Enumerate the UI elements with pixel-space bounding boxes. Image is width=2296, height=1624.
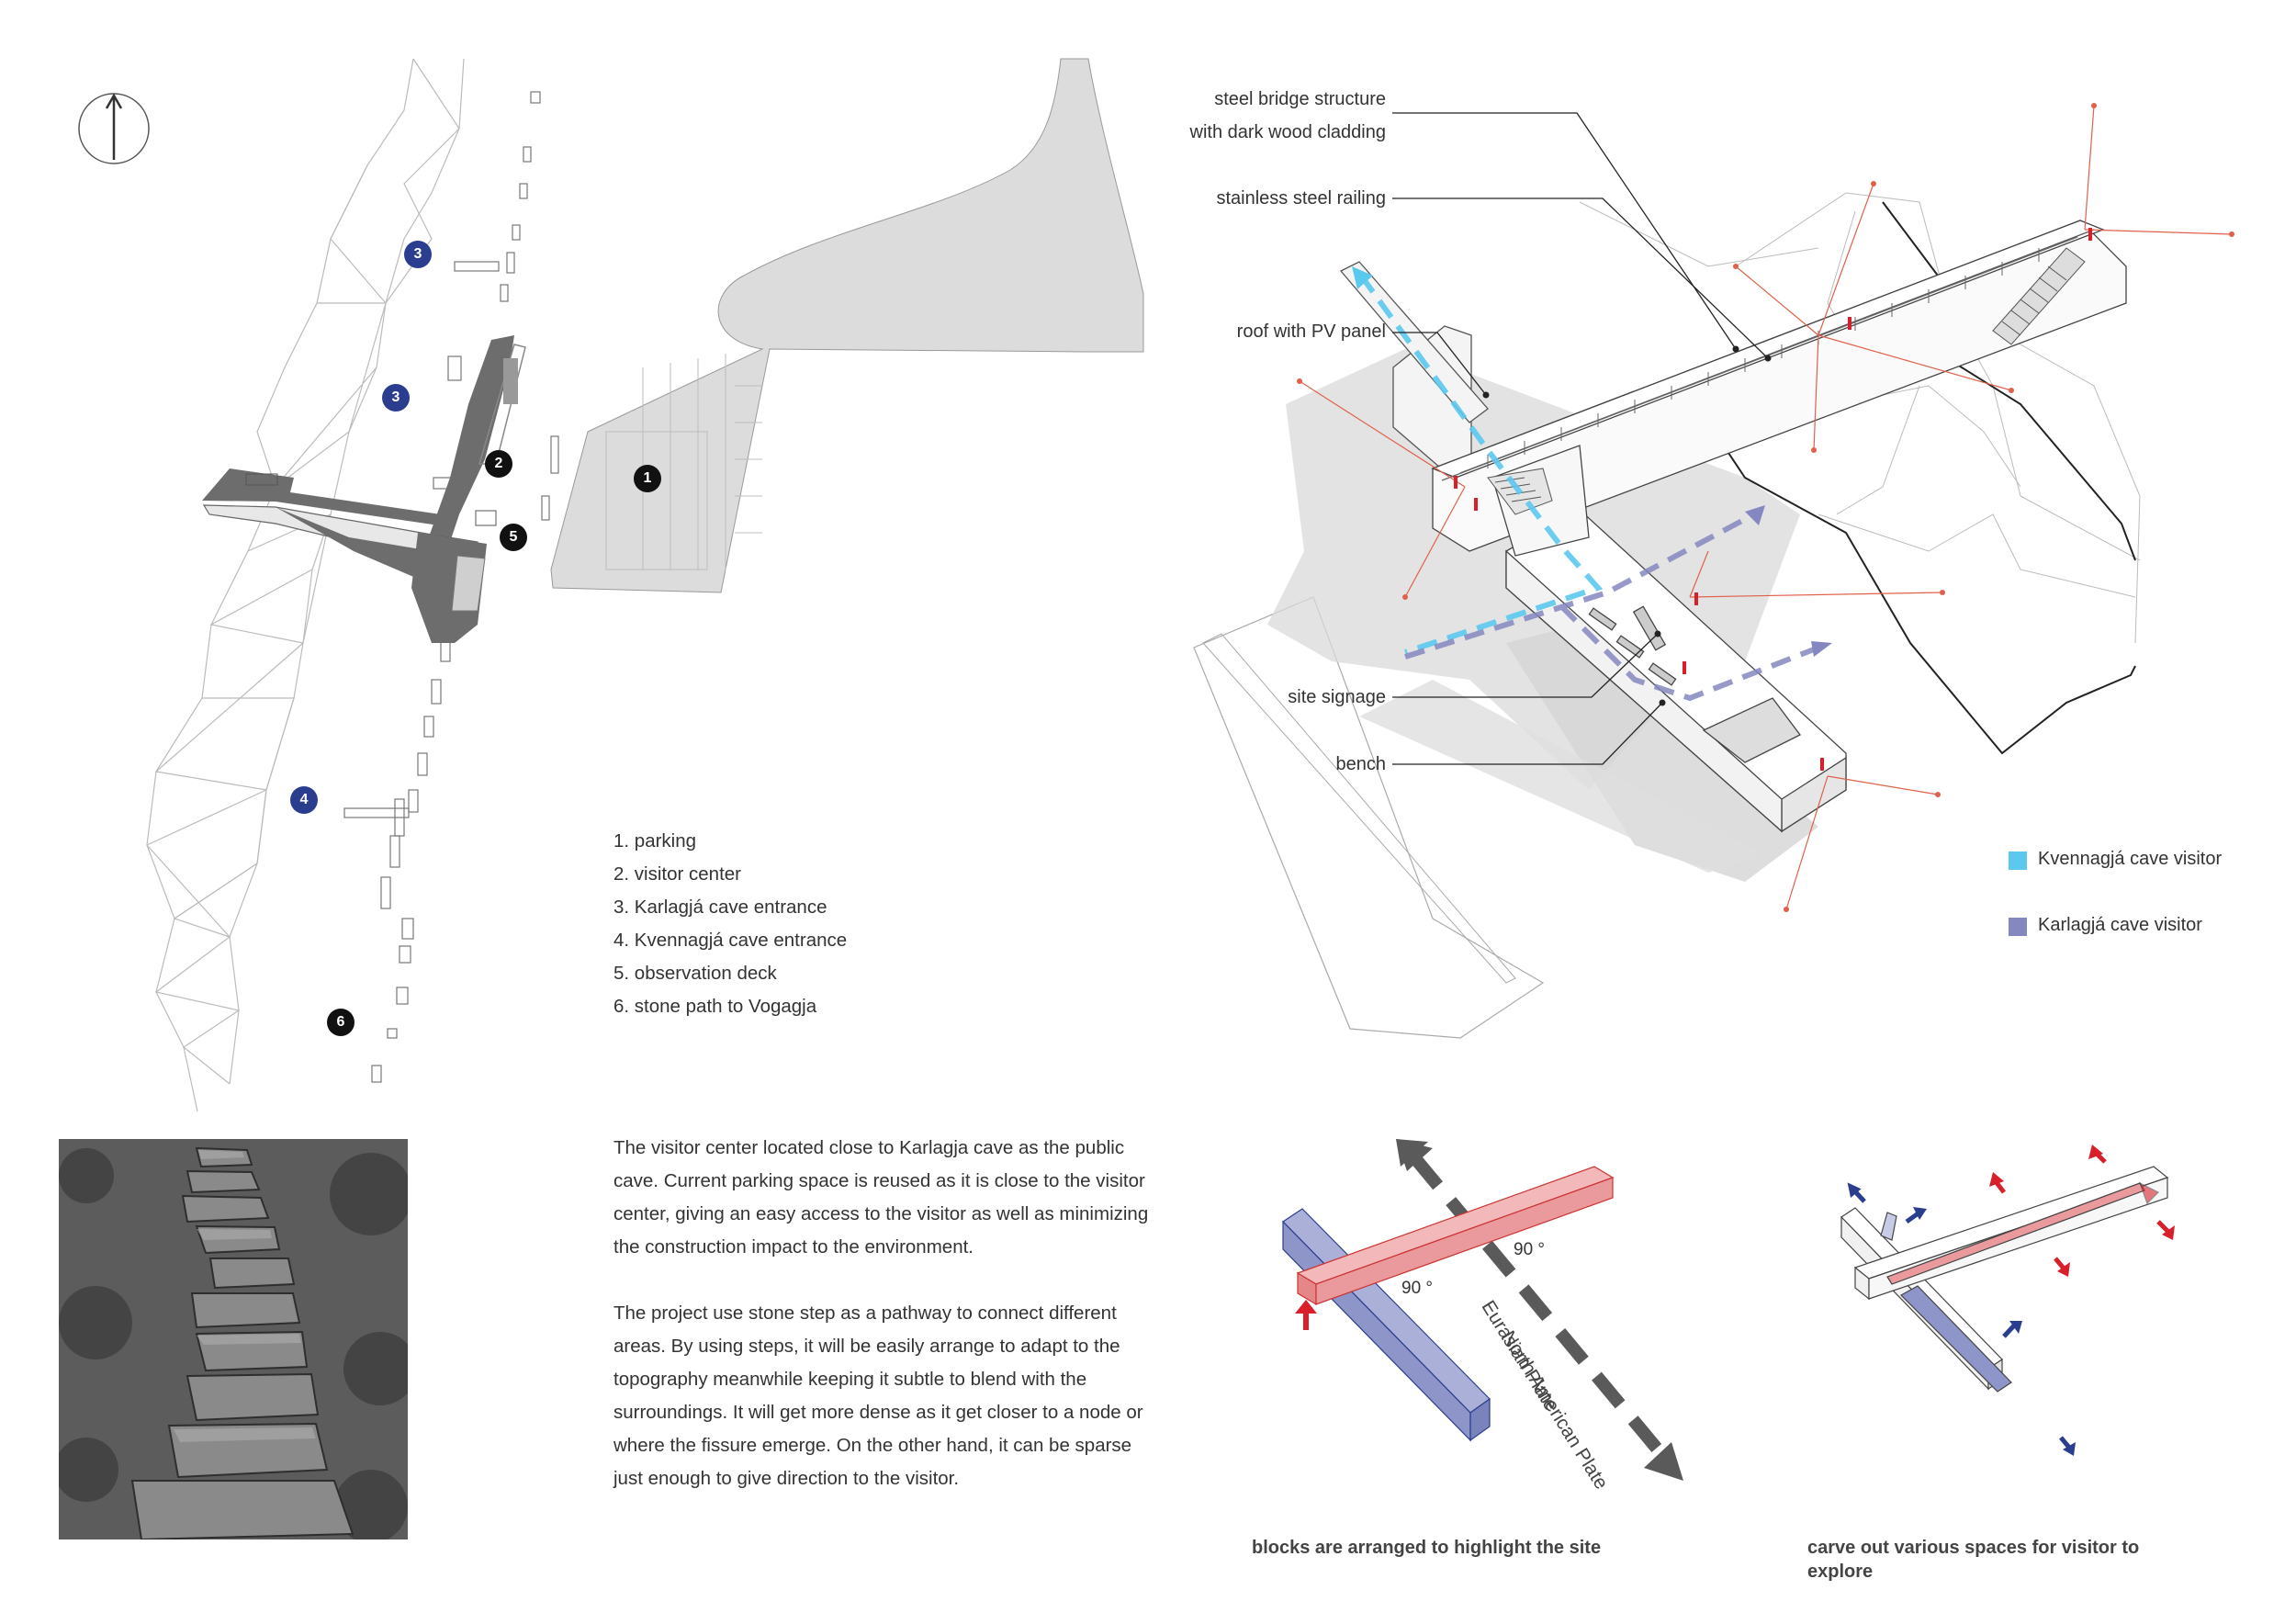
callout-railing: stainless steel railing <box>1216 188 1386 209</box>
karlagja-visitor-path <box>1404 512 1820 702</box>
axo-roof-block <box>1339 261 1489 479</box>
stone-path <box>343 91 559 1083</box>
legend-item: 6. stone path to Vogagja <box>613 996 817 1017</box>
angle-label-2: 90 ° <box>1514 1240 1546 1259</box>
axo-fissure-edge <box>1707 201 2136 755</box>
callout-signage: site signage <box>1288 687 1386 707</box>
legend-item: 5. observation deck <box>613 963 777 984</box>
marker-kvennagja-entrance: 4 <box>290 786 318 814</box>
entry-arrow-icon <box>1295 1300 1317 1330</box>
callout-dots <box>1482 345 1772 706</box>
description-paragraph-2: The project use stone step as a pathway … <box>613 1303 1143 1489</box>
callout-roof: roof with PV panel <box>1236 321 1386 342</box>
north-arrow-icon <box>78 93 150 164</box>
callout-steel-bridge-line2: with dark wood cladding <box>1189 122 1386 142</box>
kvennagja-visitor-path <box>1358 274 1604 655</box>
plate-boundary-arrow <box>1396 1139 1683 1481</box>
axo-stair <box>1992 247 2086 345</box>
diagram1-caption: blocks are arranged to highlight the sit… <box>1252 1538 1602 1558</box>
legend-item: 2. visitor center <box>613 863 741 885</box>
description-paragraph-1: The visitor center located close to Karl… <box>613 1137 1149 1257</box>
stone-steps-illustration <box>59 1139 408 1539</box>
legend-item: 1. parking <box>613 830 697 851</box>
marker-stone-path: 6 <box>327 1009 355 1036</box>
marker-observation-deck: 5 <box>500 524 527 551</box>
karlagja-arrow-head-1 <box>1745 505 1765 525</box>
legend-item: 4. Kvennagjá cave entrance <box>613 930 848 951</box>
carve-arrows <box>1847 1145 2175 1456</box>
red-posts <box>1454 228 2092 771</box>
kvennagja-swatch <box>2009 851 2027 870</box>
bridge-plan <box>202 468 497 643</box>
pink-block <box>1296 1166 1615 1306</box>
karlagja-swatch <box>2009 918 2027 936</box>
eurasian-plate-label: Eurasian Plate <box>1477 1297 1562 1415</box>
parking-road <box>550 58 1144 593</box>
marker-karlagja-entrance-2: 3 <box>382 384 410 412</box>
axo-entry-stair <box>1487 468 1553 515</box>
axo-terrain <box>1579 192 2141 644</box>
marker-karlagja-entrance-1: 3 <box>404 241 432 268</box>
callout-steel-bridge-line1: steel bridge structure <box>1214 89 1386 109</box>
marker-visitor-center: 2 <box>485 450 512 478</box>
stone-path-photo <box>59 1139 408 1539</box>
marker-parking: 1 <box>634 465 661 492</box>
axo-bridge <box>1431 220 2127 552</box>
site-plan-legend: 1. parking 2. visitor center 3. Karlagjá… <box>613 825 847 1023</box>
blue-block <box>1282 1208 1491 1442</box>
angle-label-1: 90 ° <box>1401 1279 1434 1298</box>
callout-bench: bench <box>1335 754 1387 774</box>
view-arrow-heads <box>1297 103 2234 912</box>
karlagja-arrow-head-2 <box>1811 641 1832 657</box>
site-plan <box>78 58 1144 1112</box>
callout-steel-bridge: steel bridge structure with dark wood cl… <box>1190 83 1386 149</box>
axo-railing <box>1487 248 2040 468</box>
carved-blocks <box>1840 1166 2169 1393</box>
kvennagja-arrow-head <box>1352 266 1373 289</box>
legend-item: 3. Karlagjá cave entrance <box>613 897 827 918</box>
view-arrows <box>1299 105 2233 910</box>
kvennagja-key-label: Kvennagjá cave visitor <box>2038 849 2223 869</box>
karlagja-key-label: Karlagjá cave visitor <box>2038 915 2202 935</box>
axo-building <box>1491 445 1847 833</box>
fissure-terrain <box>146 58 465 1112</box>
diagram2-caption: carve out various spaces for visitor to … <box>1807 1538 2140 1582</box>
callout-leaders <box>1392 112 1769 765</box>
